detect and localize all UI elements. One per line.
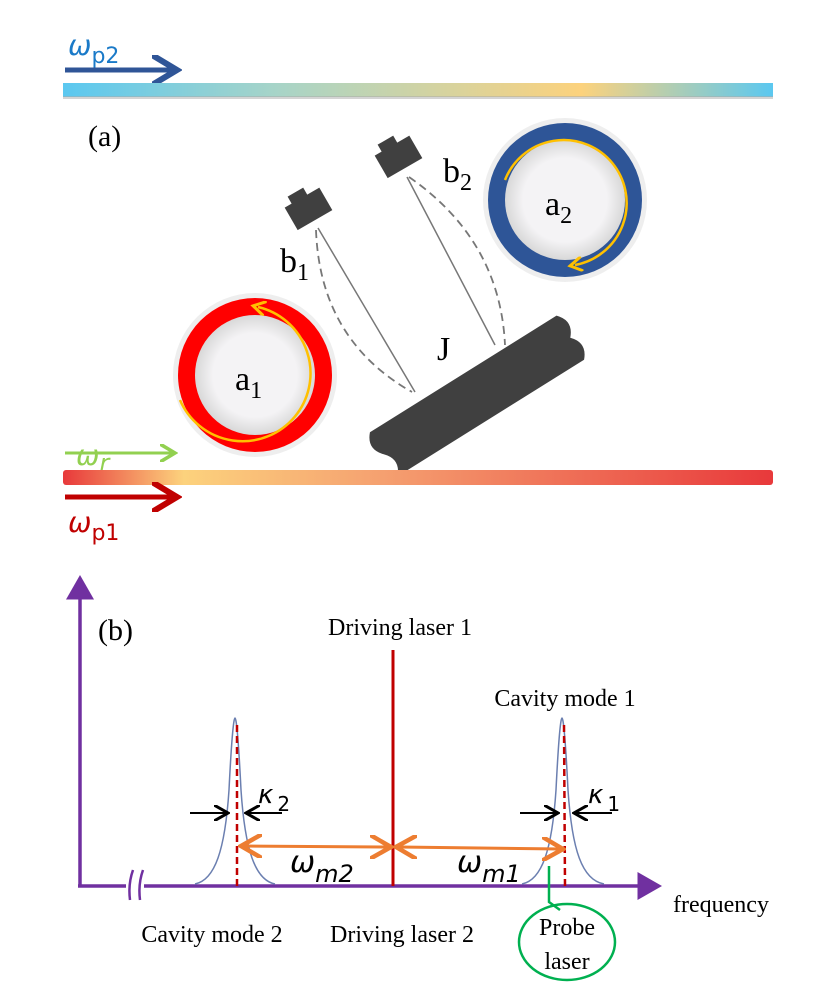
mass-b2	[374, 135, 423, 179]
string-b2	[406, 176, 496, 346]
probe-laser-line	[547, 866, 561, 912]
pump1-label: ωp1	[68, 506, 119, 546]
mass-b1	[284, 187, 333, 231]
panel-a-label: (a)	[88, 120, 121, 153]
cavity-a1-label: a1	[235, 361, 262, 404]
coupling-label: J	[437, 331, 450, 368]
axis-break-icon	[126, 869, 145, 901]
support-beam	[369, 315, 585, 477]
omega-m2-arrow	[244, 846, 388, 847]
driving-laser-1-label: Driving laser 1	[328, 615, 472, 641]
bottom-waveguide	[63, 470, 773, 485]
omega-m1-arrow	[399, 847, 560, 849]
cavity-mode-2-label: Cavity mode 2	[141, 922, 282, 948]
cavity-a2-label: a2	[545, 186, 572, 229]
circulation-arrow-icon	[503, 138, 628, 265]
string-b1-displaced	[315, 229, 413, 393]
circulation-arrow-icon	[178, 307, 312, 443]
top-waveguide	[63, 83, 773, 97]
omega-m2-label: ωm2	[290, 845, 354, 888]
x-axis-label: frequency	[673, 892, 769, 918]
probe-laser-label-line1: Probe	[539, 915, 595, 941]
mass-b2-label: b2	[443, 153, 472, 196]
probe-laser-callout	[517, 902, 617, 982]
driving-laser-2-label: Driving laser 2	[330, 922, 474, 948]
pump2-label: ωp2	[68, 29, 119, 69]
cavity-mode-1-label: Cavity mode 1	[494, 686, 635, 712]
cavity-mode-1-center	[562, 724, 567, 887]
string-b1	[317, 227, 416, 393]
cavity-a1-ring	[173, 293, 337, 457]
panel-b-label: (b)	[98, 614, 133, 647]
omega-m1-label: ωm1	[457, 845, 521, 888]
string-b2-displaced	[408, 176, 506, 346]
cavity-a2-ring	[483, 118, 647, 282]
probe-laser-label-line2: laser	[544, 949, 589, 975]
top-waveguide-shadow	[63, 96, 773, 99]
mass-b1-label: b1	[280, 243, 309, 286]
